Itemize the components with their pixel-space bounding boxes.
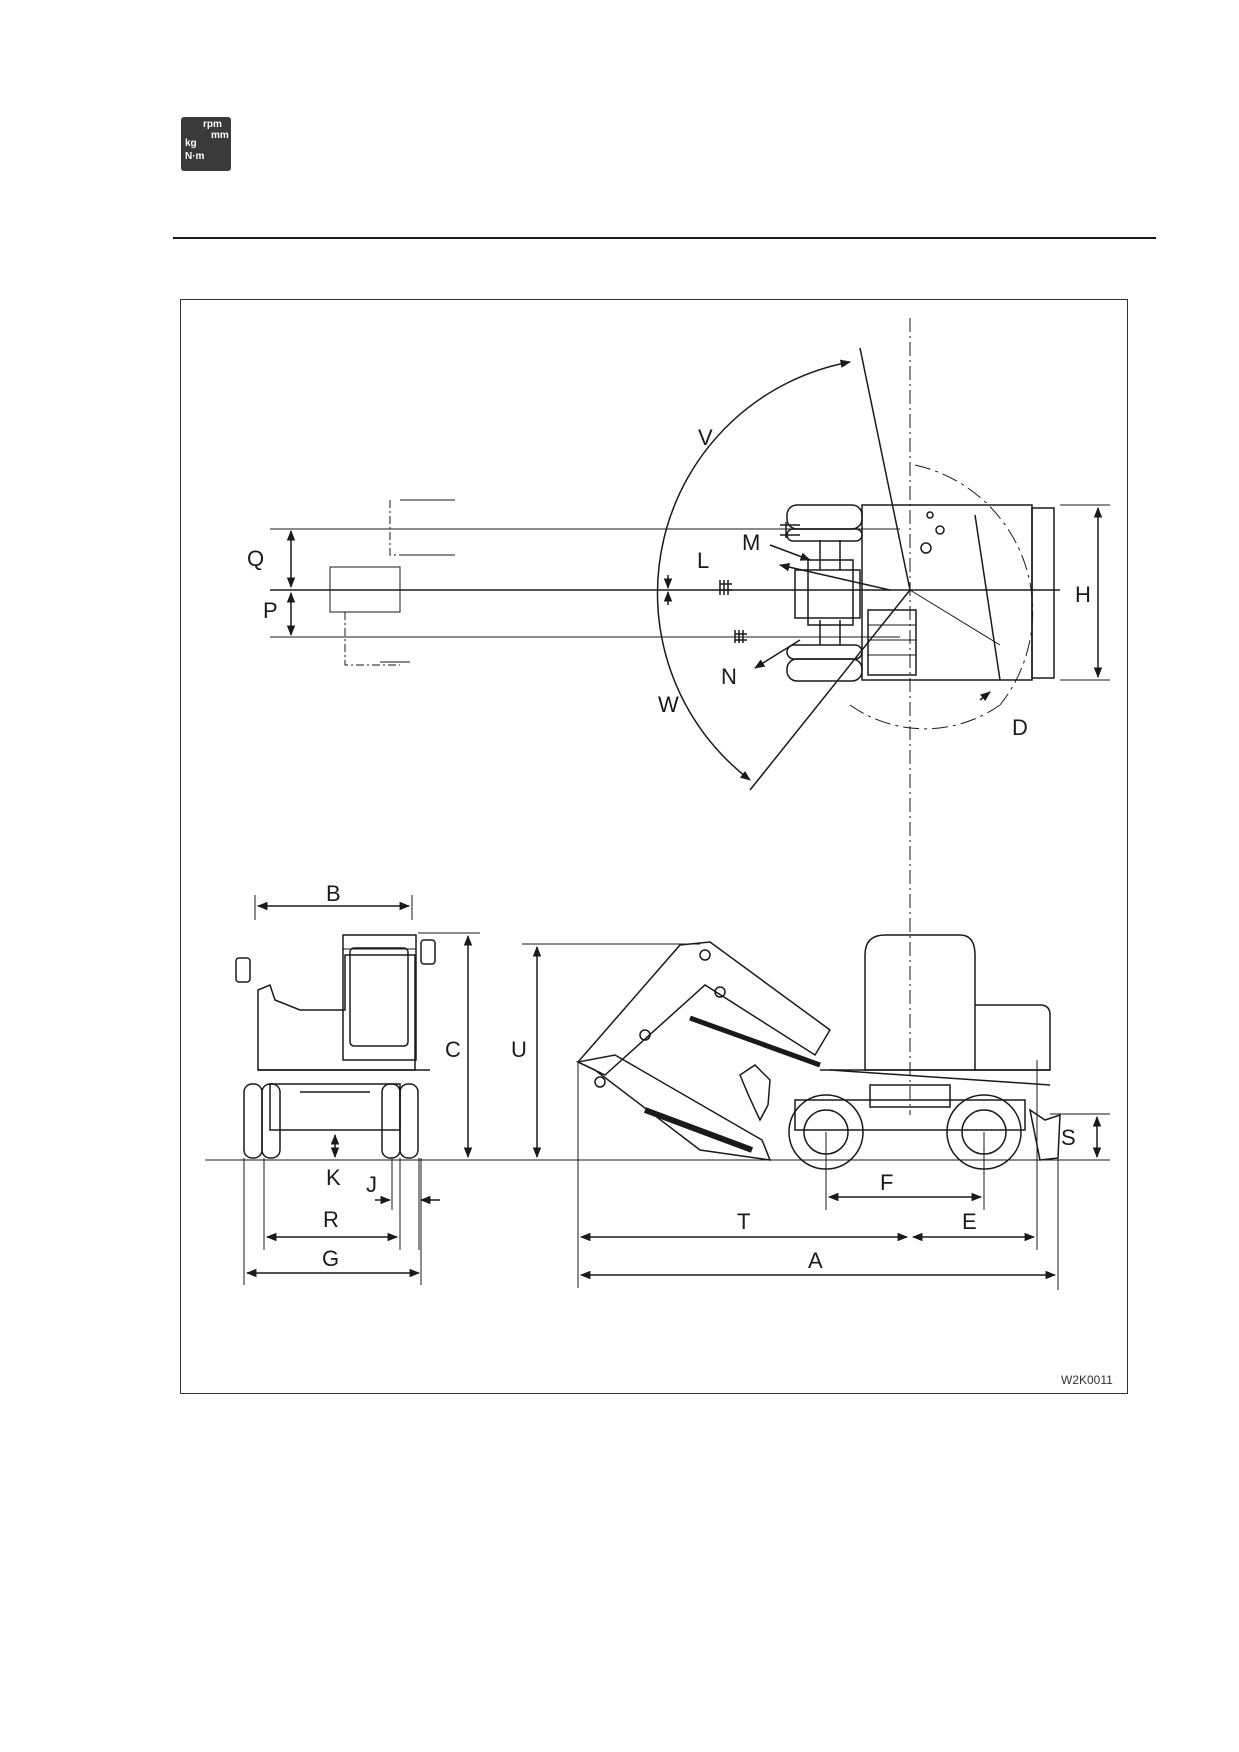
figure-code: W2K0011 bbox=[1061, 1373, 1113, 1387]
label-f: F bbox=[880, 1170, 893, 1195]
label-h: H bbox=[1075, 582, 1091, 607]
icon-label-nm: N·m bbox=[185, 151, 205, 162]
label-n: N bbox=[721, 664, 737, 689]
spec-units-icon: rpm mm kg N·m bbox=[181, 117, 231, 171]
label-j: J bbox=[366, 1172, 377, 1197]
header-rule bbox=[173, 237, 1156, 239]
label-w: W bbox=[658, 692, 679, 717]
label-q: Q bbox=[247, 546, 264, 571]
label-u: U bbox=[511, 1037, 527, 1062]
icon-label-mm: mm bbox=[211, 130, 229, 141]
label-k: K bbox=[326, 1165, 341, 1190]
icon-label-kg: kg bbox=[185, 138, 197, 149]
dimension-labels: V M L N W D H Q P B C U K J R G S F E T … bbox=[247, 425, 1113, 1387]
label-t: T bbox=[737, 1209, 750, 1234]
label-a: A bbox=[808, 1248, 823, 1273]
side-view bbox=[522, 934, 1110, 1290]
label-e: E bbox=[962, 1209, 977, 1234]
label-s: S bbox=[1061, 1125, 1076, 1150]
front-view bbox=[205, 895, 1110, 1285]
label-c: C bbox=[445, 1037, 461, 1062]
label-g: G bbox=[322, 1246, 339, 1271]
label-d: D bbox=[1012, 715, 1028, 740]
top-view bbox=[270, 318, 1110, 1115]
label-b: B bbox=[326, 881, 341, 906]
icon-label-rpm: rpm bbox=[203, 119, 222, 130]
label-v: V bbox=[698, 425, 713, 450]
figure-frame bbox=[180, 299, 1128, 1394]
label-p: P bbox=[263, 598, 278, 623]
label-l: L bbox=[697, 548, 709, 573]
label-r: R bbox=[323, 1207, 339, 1232]
label-m: M bbox=[742, 530, 760, 555]
